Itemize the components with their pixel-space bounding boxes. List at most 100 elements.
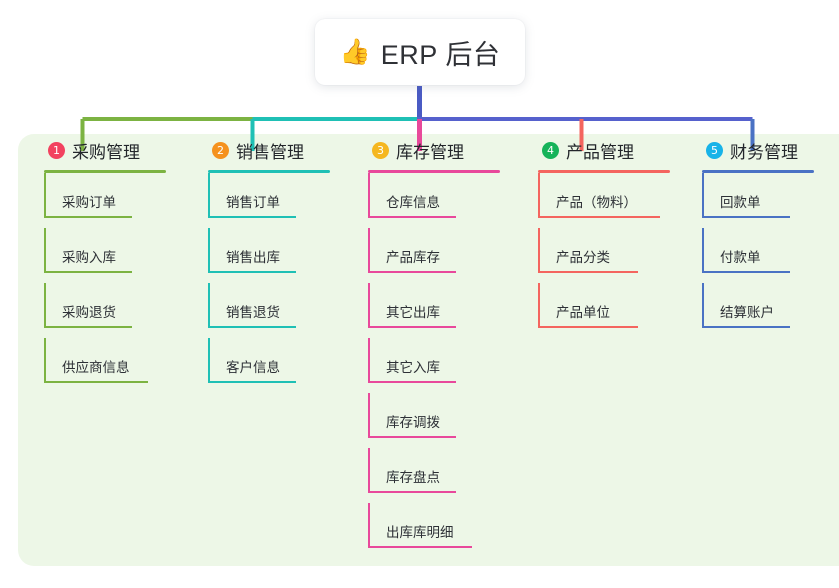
root-title: ERP 后台 <box>380 39 501 70</box>
item-label: 库存盘点 <box>386 470 440 485</box>
item-underline <box>368 381 456 383</box>
branch-item[interactable]: 销售订单 <box>192 173 342 228</box>
item-underline <box>44 216 132 218</box>
item-connector <box>368 283 370 328</box>
item-underline <box>368 216 456 218</box>
branch-item[interactable]: 销售退货 <box>192 283 342 338</box>
branch-underline <box>44 170 166 173</box>
item-label: 其它出库 <box>386 305 440 320</box>
item-connector <box>208 228 210 273</box>
item-underline <box>702 216 790 218</box>
item-label: 采购订单 <box>62 195 116 210</box>
item-underline <box>538 216 660 218</box>
item-connector <box>44 173 46 218</box>
branch-item[interactable]: 回款单 <box>686 173 826 228</box>
branch-item[interactable]: 采购入库 <box>28 228 178 283</box>
item-connector <box>44 283 46 328</box>
item-label: 产品单位 <box>556 305 610 320</box>
branch-number-badge: 3 <box>372 141 389 159</box>
item-underline <box>208 216 296 218</box>
branch-title: 财务管理 <box>730 142 798 162</box>
branch-item[interactable]: 产品（物料） <box>522 173 682 228</box>
branch-underline <box>702 170 814 173</box>
branch-item[interactable]: 产品分类 <box>522 228 682 283</box>
branch-item[interactable]: 库存调拨 <box>352 393 512 448</box>
branch-item[interactable]: 采购订单 <box>28 173 178 228</box>
branch-item[interactable]: 库存盘点 <box>352 448 512 503</box>
item-underline <box>538 271 638 273</box>
branch-item-list: 采购订单采购入库采购退货供应商信息 <box>28 173 178 393</box>
thumbs-up-icon: 👍 <box>339 37 371 66</box>
branch-item[interactable]: 其它出库 <box>352 283 512 338</box>
item-label: 库存调拨 <box>386 415 440 430</box>
branch-item[interactable]: 供应商信息 <box>28 338 178 393</box>
branch-title: 采购管理 <box>72 142 140 162</box>
branch-item-list: 仓库信息产品库存其它出库其它入库库存调拨库存盘点出库库明细 <box>352 173 512 558</box>
branch-number-badge: 4 <box>542 141 559 159</box>
branch-item[interactable]: 付款单 <box>686 228 826 283</box>
branch-columns: 1 采购管理采购订单采购入库采购退货供应商信息 2 销售管理销售订单销售出库销售退货客… <box>18 134 821 566</box>
branch-header-4[interactable]: 4 产品管理 <box>522 134 682 166</box>
item-connector <box>538 283 540 328</box>
item-label: 销售退货 <box>226 305 280 320</box>
branch-number-badge: 5 <box>706 141 723 159</box>
branch-item[interactable]: 产品单位 <box>522 283 682 338</box>
item-label: 付款单 <box>720 250 761 265</box>
item-underline <box>368 271 456 273</box>
item-connector <box>702 228 704 273</box>
branch-item[interactable]: 产品库存 <box>352 228 512 283</box>
branch-item[interactable]: 出库库明细 <box>352 503 512 558</box>
branch-title: 产品管理 <box>566 142 634 162</box>
branch-underline <box>208 170 330 173</box>
branch-number-badge: 2 <box>212 141 229 159</box>
item-underline <box>44 271 132 273</box>
item-underline <box>368 436 456 438</box>
item-connector <box>44 338 46 383</box>
item-label: 销售出库 <box>226 250 280 265</box>
branch-item[interactable]: 其它入库 <box>352 338 512 393</box>
item-label: 其它入库 <box>386 360 440 375</box>
item-connector <box>368 503 370 548</box>
branch-header-5[interactable]: 5 财务管理 <box>686 134 826 166</box>
branch-header-1[interactable]: 1 采购管理 <box>28 134 178 166</box>
root-node[interactable]: 👍 ERP 后台 <box>315 19 525 85</box>
item-label: 出库库明细 <box>386 525 454 540</box>
branch-header-2[interactable]: 2 销售管理 <box>192 134 342 166</box>
item-label: 采购退货 <box>62 305 116 320</box>
item-label: 客户信息 <box>226 360 280 375</box>
branch-number-badge: 1 <box>48 141 65 159</box>
item-connector <box>702 173 704 218</box>
branch-title: 销售管理 <box>236 142 304 162</box>
item-label: 结算账户 <box>720 305 774 320</box>
item-connector <box>538 173 540 218</box>
branch-column-5: 5 财务管理回款单付款单结算账户 <box>686 134 826 338</box>
branch-item[interactable]: 采购退货 <box>28 283 178 338</box>
item-connector <box>208 283 210 328</box>
branch-item[interactable]: 销售出库 <box>192 228 342 283</box>
item-underline <box>44 326 132 328</box>
item-underline <box>44 381 148 383</box>
item-label: 产品分类 <box>556 250 610 265</box>
item-label: 销售订单 <box>226 195 280 210</box>
item-connector <box>368 173 370 218</box>
branch-underline <box>368 170 500 173</box>
item-label: 采购入库 <box>62 250 116 265</box>
branch-item[interactable]: 结算账户 <box>686 283 826 338</box>
item-underline <box>368 546 472 548</box>
item-underline <box>208 271 296 273</box>
branch-item[interactable]: 仓库信息 <box>352 173 512 228</box>
item-connector <box>368 448 370 493</box>
branch-column-1: 1 采购管理采购订单采购入库采购退货供应商信息 <box>28 134 178 393</box>
item-connector <box>368 338 370 383</box>
item-underline <box>208 326 296 328</box>
branch-item[interactable]: 客户信息 <box>192 338 342 393</box>
item-underline <box>538 326 638 328</box>
item-connector <box>702 283 704 328</box>
item-label: 产品（物料） <box>556 195 637 210</box>
branch-item-list: 回款单付款单结算账户 <box>686 173 826 338</box>
branch-underline <box>538 170 670 173</box>
item-label: 产品库存 <box>386 250 440 265</box>
